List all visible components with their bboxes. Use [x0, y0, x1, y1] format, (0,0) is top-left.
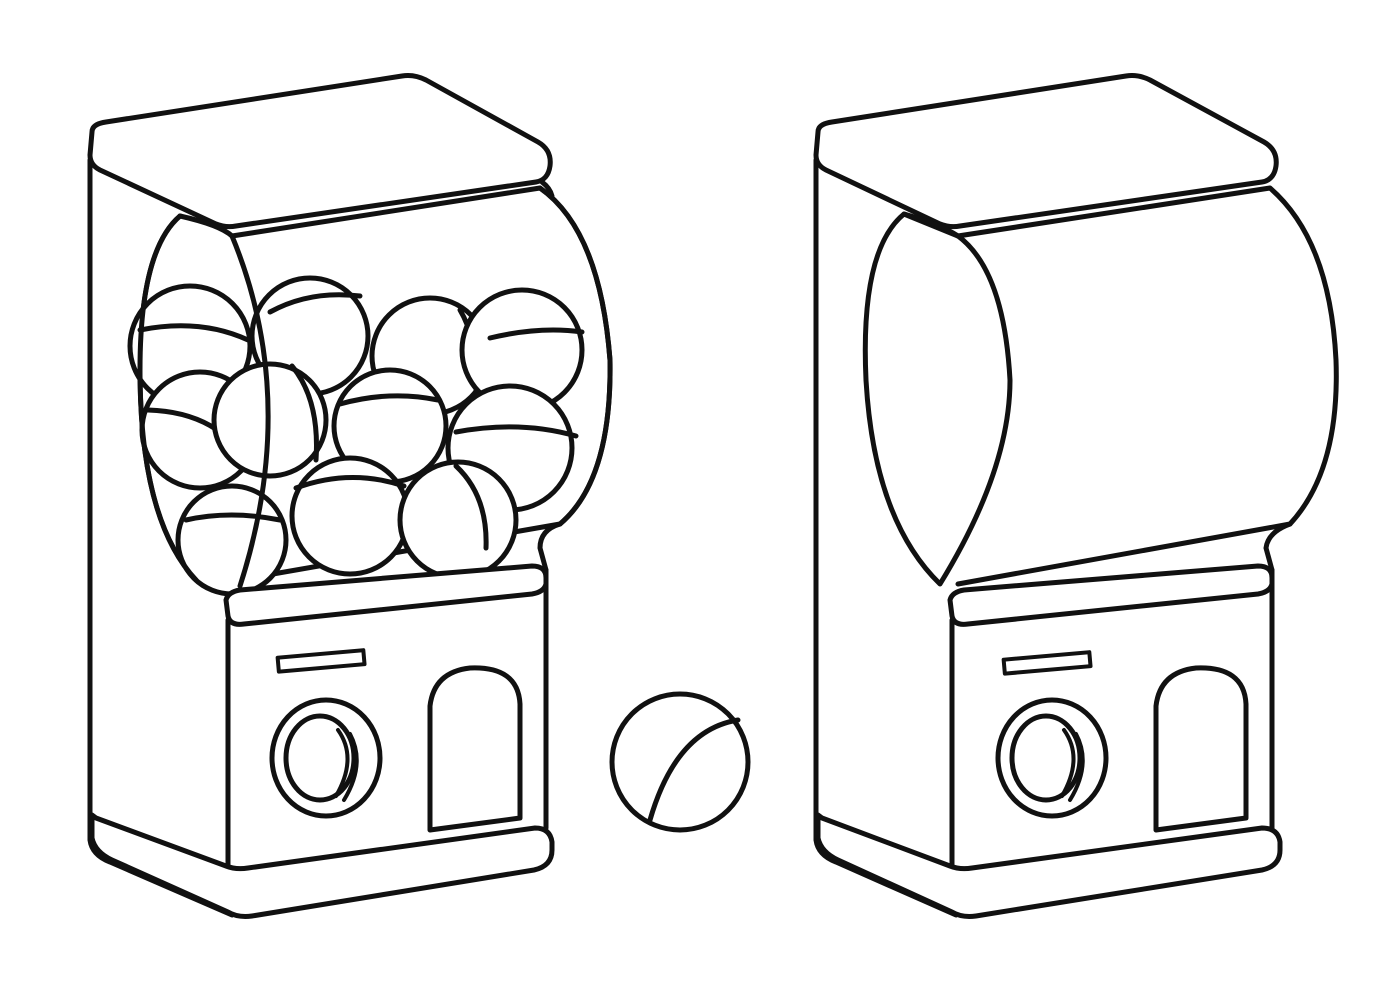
capsule-seam [267, 292, 363, 315]
window-left-edge [137, 213, 199, 583]
knob-icon [269, 697, 383, 819]
window-frame [537, 521, 563, 573]
machine-top-lid [87, 73, 553, 230]
window-glass-reflection [229, 233, 271, 589]
window-top-curve [177, 213, 235, 239]
capsule-pile [127, 275, 585, 597]
machine-base [815, 812, 1283, 919]
capsule-seam [289, 363, 319, 463]
dispenser-door [427, 665, 523, 833]
coin-slot [1001, 650, 1093, 676]
machine-ledge [223, 563, 549, 627]
gumball-machine-empty [813, 73, 1339, 919]
knob-icon [995, 697, 1109, 819]
window-frame [1263, 521, 1293, 573]
gumball-machine-filled [87, 73, 613, 919]
machine-top-lid [813, 73, 1279, 230]
capsule-seam [183, 512, 283, 523]
capsule-seam [647, 717, 741, 823]
capsule-seam [453, 424, 579, 439]
capsule-seam [487, 327, 585, 341]
capsule-ball-loose [609, 691, 751, 833]
coin-slot [275, 648, 367, 674]
capsule-window-front [955, 185, 1339, 587]
capsule-seam [137, 323, 251, 343]
window-top-curve [901, 211, 961, 239]
window-right-edge [537, 185, 613, 527]
capsule-window-empty [862, 211, 1013, 587]
capsule [397, 459, 519, 581]
capsule-seam [453, 463, 489, 551]
capsule-seam [337, 393, 441, 407]
dispenser-door [1153, 665, 1249, 833]
machine-ledge [947, 563, 1275, 627]
machine-base [89, 812, 555, 919]
machine-body-side [813, 157, 959, 918]
capsule-seam [293, 474, 407, 491]
